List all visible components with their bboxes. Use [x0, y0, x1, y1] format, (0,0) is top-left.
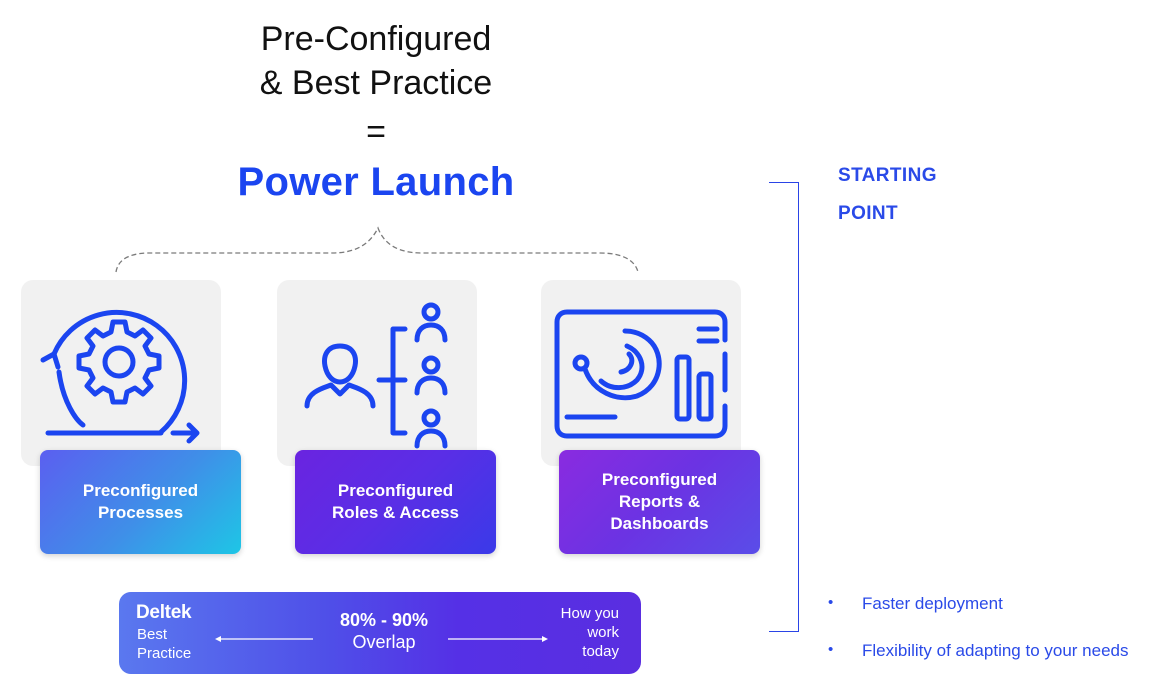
benefit-text: Flexibility of adapting to your needs — [862, 641, 1129, 660]
benefit-item: • Faster deployment — [828, 594, 1129, 641]
gear-cycle-icon — [40, 309, 200, 444]
title-line-2: & Best Practice — [259, 64, 493, 102]
starting-point-label: STARTING POINT — [838, 157, 937, 233]
power-launch-heading: Power Launch — [237, 160, 515, 204]
right-bracket — [769, 182, 799, 632]
how-you-work-line-2: work — [587, 624, 619, 641]
arrow-right-icon — [448, 636, 548, 642]
arrow-left-icon — [215, 636, 313, 642]
dashed-brace — [115, 226, 639, 273]
bullet-icon: • — [828, 594, 834, 611]
title-equals: = — [366, 113, 386, 151]
benefits-list: • Faster deployment • Flexibility of ada… — [828, 594, 1129, 688]
overlap-label: Overlap — [352, 632, 416, 652]
best-practice-label: Best Practice — [137, 625, 191, 663]
how-you-work-today-label: How you work today — [529, 604, 619, 661]
roles-access-card-label: Preconfigured Roles & Access — [332, 481, 459, 522]
best-practice-line-1: Best — [137, 626, 168, 643]
title-line-1: Pre-Configured — [260, 20, 492, 58]
how-you-work-line-3: today — [582, 643, 619, 660]
dashboard-icon — [554, 309, 728, 439]
reports-dashboards-card-label: Preconfigured Reports & Dashboards — [601, 470, 718, 533]
starting-point-line-2: POINT — [838, 203, 899, 224]
org-roles-icon — [304, 302, 448, 449]
roles-access-card: Preconfigured Roles & Access — [295, 450, 496, 554]
dashboards-icon-panel — [541, 280, 741, 466]
roles-icon-panel — [277, 280, 477, 466]
deltek-logo: Deltek — [136, 602, 192, 623]
processes-icon-panel — [21, 280, 221, 466]
best-practice-line-2: Practice — [137, 645, 192, 662]
benefit-text: Faster deployment — [862, 594, 1003, 613]
starting-point-line-1: STARTING — [838, 165, 937, 186]
overlap-percentage: 80% - 90% — [339, 610, 429, 630]
overlap-banner: Deltek Best Practice 80% - 90% Overlap H… — [119, 592, 641, 674]
processes-card: Preconfigured Processes — [40, 450, 241, 554]
benefit-item: • Flexibility of adapting to your needs — [828, 641, 1129, 688]
reports-dashboards-card: Preconfigured Reports & Dashboards — [559, 450, 760, 554]
bullet-icon: • — [828, 641, 834, 658]
how-you-work-line-1: How you — [560, 605, 619, 622]
processes-card-label: Preconfigured Processes — [82, 481, 199, 522]
